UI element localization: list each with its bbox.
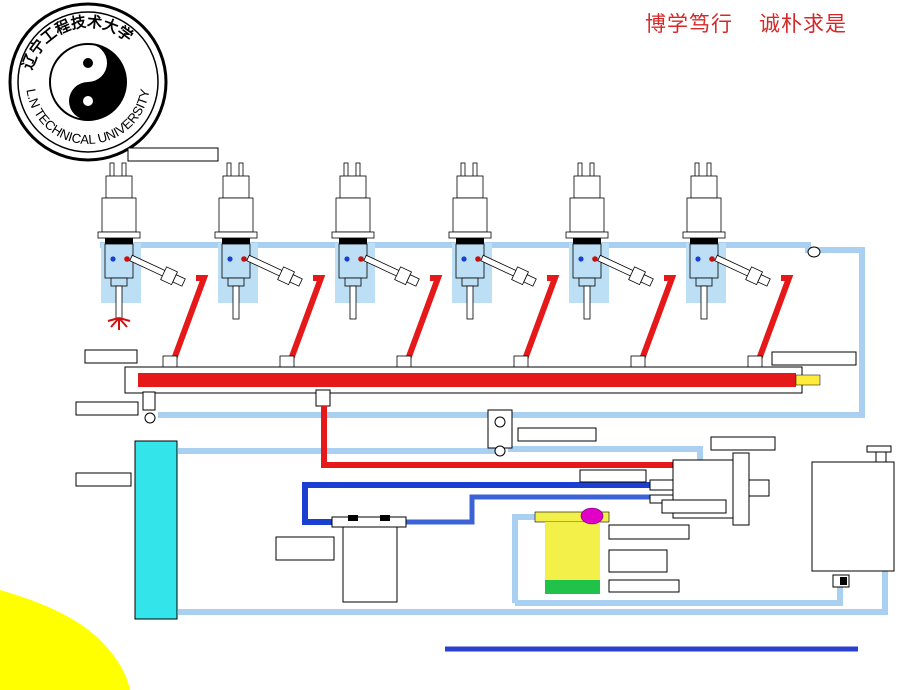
injector	[682, 162, 794, 372]
ecu-box	[811, 445, 895, 588]
caption-box	[579, 469, 647, 483]
high-pressure-feed	[321, 406, 675, 468]
return-valve	[487, 409, 513, 457]
motto-right: 诚朴求是	[759, 12, 847, 36]
fuel-spray	[107, 317, 131, 330]
motto-left: 博学笃行	[645, 12, 733, 36]
rail-inlet-fitting	[315, 389, 331, 407]
return-fitting	[144, 412, 156, 424]
high-pressure-line	[518, 275, 560, 372]
high-pressure-line	[167, 275, 209, 372]
supply-lines	[302, 482, 858, 652]
rail-pressure-sensor	[142, 391, 156, 411]
university-logo: 辽宁工程技术大学 L.N TECHNICAL UNIVERSITY	[8, 2, 168, 162]
label-boxes	[75, 147, 857, 593]
injector-group	[97, 162, 821, 372]
caption-box	[127, 147, 219, 162]
high-pressure-line	[752, 275, 794, 372]
caption-box	[771, 351, 857, 366]
injector	[331, 162, 443, 372]
high-pressure-line	[401, 275, 443, 372]
common-rail	[138, 373, 796, 387]
caption-box	[275, 536, 335, 561]
feed-pump	[534, 507, 610, 594]
caption-box	[84, 349, 138, 364]
caption-box	[608, 549, 668, 573]
fuel-tank	[134, 440, 178, 620]
caption-box	[710, 436, 776, 451]
caption-box	[608, 524, 690, 540]
high-pressure-line	[635, 275, 677, 372]
injector	[565, 162, 677, 372]
corner-decoration	[0, 590, 130, 690]
return-fitting-top	[807, 246, 821, 258]
caption-box	[608, 579, 680, 593]
caption-box	[517, 427, 597, 442]
high-pressure-line	[284, 275, 326, 372]
injector	[214, 162, 326, 372]
caption-box	[661, 499, 727, 514]
fuel-filter	[331, 515, 407, 603]
motto: 博学笃行 诚朴求是	[645, 8, 920, 40]
injector	[97, 162, 209, 372]
caption-box	[75, 401, 139, 416]
caption-box	[75, 472, 132, 487]
injector	[448, 162, 560, 372]
pressure-limiter	[795, 374, 821, 386]
